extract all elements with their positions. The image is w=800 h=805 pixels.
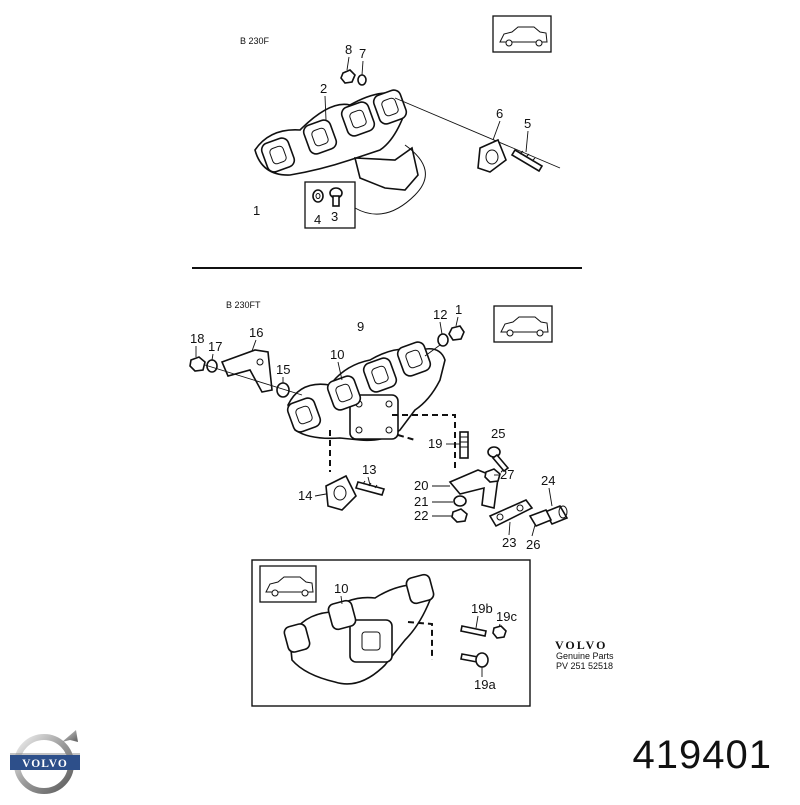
svg-text:19b: 19b bbox=[471, 601, 493, 616]
detail-box-3-4 bbox=[304, 181, 356, 229]
car-thumbnail-icon bbox=[493, 305, 553, 343]
svg-text:18: 18 bbox=[190, 331, 204, 346]
dash-line-short bbox=[397, 434, 416, 441]
svg-text:VOLVO: VOLVO bbox=[555, 638, 607, 652]
svg-text:6: 6 bbox=[496, 106, 503, 121]
connector-curve-top bbox=[354, 144, 426, 215]
svg-text:14: 14 bbox=[298, 488, 312, 503]
screw-25 bbox=[487, 446, 510, 473]
exhaust-manifold-b230ft bbox=[286, 341, 446, 442]
gasket-14 bbox=[325, 474, 357, 511]
stud-19b bbox=[460, 625, 487, 637]
svg-text:PV 251 52518: PV 251 52518 bbox=[556, 661, 613, 671]
nut-22 bbox=[451, 508, 468, 523]
nut-19c bbox=[492, 625, 507, 639]
gasket-6 bbox=[477, 138, 507, 173]
stud-5 bbox=[510, 148, 544, 173]
svg-text:2: 2 bbox=[320, 81, 327, 96]
callouts-middle: 1 12 9 10 16 17 18 15 13 14 19 25 27 20 … bbox=[190, 302, 555, 552]
svg-text:19: 19 bbox=[428, 436, 442, 451]
svg-text:8: 8 bbox=[345, 42, 352, 57]
bracket-20 bbox=[448, 469, 499, 509]
bracket-16 bbox=[220, 349, 273, 393]
volvo-logo-icon: VOLVO bbox=[10, 730, 80, 794]
dash-line-inset bbox=[407, 621, 433, 660]
svg-text:Genuine Parts: Genuine Parts bbox=[556, 651, 614, 661]
engine-label-middle: B 230FT bbox=[226, 300, 261, 310]
svg-text:7: 7 bbox=[359, 46, 366, 61]
svg-text:VOLVO: VOLVO bbox=[22, 758, 68, 770]
svg-text:12: 12 bbox=[433, 307, 447, 322]
nut-18 bbox=[189, 356, 206, 372]
svg-text:19a: 19a bbox=[474, 677, 496, 692]
svg-text:5: 5 bbox=[524, 116, 531, 131]
exhaust-manifold-inset bbox=[283, 573, 435, 685]
svg-text:3: 3 bbox=[331, 209, 338, 224]
exhaust-manifold-b230f bbox=[254, 89, 419, 191]
washer-12 bbox=[437, 333, 449, 347]
svg-text:10: 10 bbox=[334, 581, 348, 596]
bolt-19a bbox=[460, 652, 489, 668]
svg-text:16: 16 bbox=[249, 325, 263, 340]
svg-text:1: 1 bbox=[455, 302, 462, 317]
svg-text:26: 26 bbox=[526, 537, 540, 552]
nut-8 bbox=[340, 69, 356, 84]
stud-19 bbox=[459, 431, 469, 459]
bolt-26 bbox=[528, 508, 553, 527]
screw-3 bbox=[329, 187, 343, 207]
svg-text:25: 25 bbox=[491, 426, 505, 441]
nut-27 bbox=[484, 468, 501, 483]
dash-line-19 bbox=[392, 414, 456, 470]
svg-text:4: 4 bbox=[314, 212, 321, 227]
svg-text:20: 20 bbox=[414, 478, 428, 493]
car-thumbnail-icon bbox=[492, 15, 552, 53]
svg-text:24: 24 bbox=[541, 473, 555, 488]
plate-23 bbox=[488, 499, 534, 528]
svg-text:9: 9 bbox=[357, 319, 364, 334]
part-number: 419401 bbox=[632, 733, 772, 777]
stud-13 bbox=[354, 480, 386, 496]
genuine-parts-stamp: VOLVO Genuine Parts PV 251 52518 bbox=[555, 638, 614, 671]
washer-7 bbox=[357, 74, 367, 86]
svg-text:27: 27 bbox=[500, 467, 514, 482]
svg-text:21: 21 bbox=[414, 494, 428, 509]
washer-21 bbox=[453, 495, 467, 507]
svg-text:17: 17 bbox=[208, 339, 222, 354]
svg-text:15: 15 bbox=[276, 362, 290, 377]
assembly-line-bracket bbox=[204, 364, 303, 396]
callouts-top: 8 7 2 1 6 5 4 3 bbox=[253, 42, 531, 227]
callouts-inset: 10 19b 19c 19a bbox=[334, 581, 517, 692]
car-thumbnail-icon bbox=[259, 565, 317, 603]
nut-4 bbox=[312, 189, 324, 203]
svg-text:23: 23 bbox=[502, 535, 516, 550]
svg-text:19c: 19c bbox=[496, 609, 517, 624]
engine-label-top: B 230F bbox=[240, 36, 270, 46]
svg-text:1: 1 bbox=[253, 203, 260, 218]
svg-text:22: 22 bbox=[414, 508, 428, 523]
svg-text:10: 10 bbox=[330, 347, 344, 362]
assembly-line-top bbox=[394, 97, 561, 169]
svg-text:13: 13 bbox=[362, 462, 376, 477]
nut-1 bbox=[448, 325, 465, 341]
